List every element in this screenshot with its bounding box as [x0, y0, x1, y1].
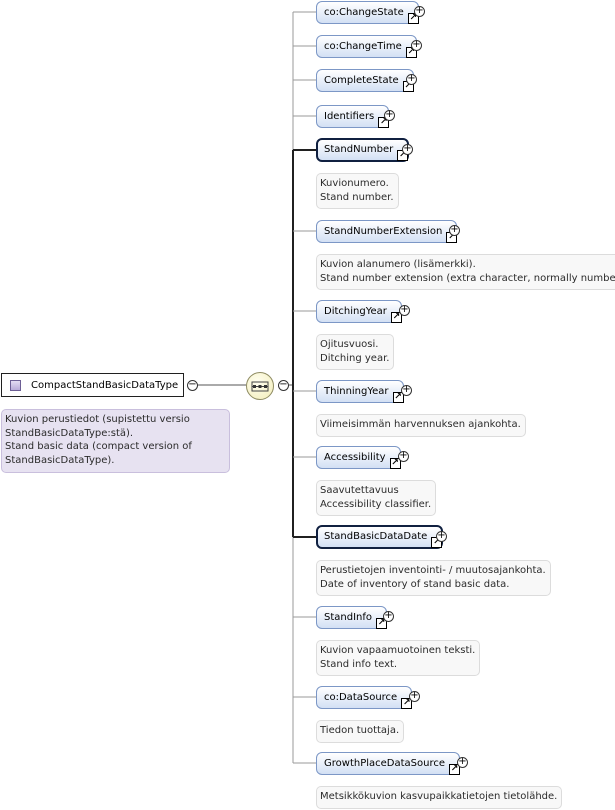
doc-line: Ditching year. [320, 352, 390, 364]
expand-icon[interactable]: + [436, 530, 447, 542]
expand-icon[interactable]: + [449, 224, 460, 236]
element-accessibility[interactable]: Accessibility ↗ [316, 446, 401, 469]
element-documentation: Metsikkökuvion kasvupaikkatietojen tieto… [316, 786, 563, 809]
element-documentation: Tiedon tuottaja. [316, 720, 405, 743]
element-label: StandBasicDataDate [324, 531, 428, 542]
element-label: GrowthPlaceDataSource [324, 758, 446, 769]
element-documentation: Kuvion alanumero (lisämerkki). Stand num… [316, 254, 615, 290]
element-documentation: Viimeisimmän harvennuksen ajankohta. [316, 414, 526, 437]
doc-line: Stand number. [320, 191, 394, 203]
element-label: co:ChangeTime [324, 41, 402, 52]
element-label: CompleteState [324, 75, 399, 86]
element-label: DitchingYear [324, 306, 387, 317]
complex-type-label: CompactStandBasicDataType [31, 379, 179, 391]
doc-line: Kuvion perustiedot (supistettu versio [5, 414, 190, 425]
doc-line: Saavutettavuus [320, 485, 399, 496]
doc-line: Stand number extension (extra character,… [320, 272, 615, 284]
expand-icon[interactable]: + [411, 39, 422, 51]
doc-line: Stand basic data (compact version of [5, 441, 192, 452]
reference-arrow-icon: ↗ [401, 698, 413, 709]
doc-line: Accessibility classifier. [320, 498, 432, 510]
reference-arrow-icon: ↗ [376, 618, 388, 629]
element-label: Identifiers [324, 111, 375, 122]
expand-icon[interactable]: + [384, 109, 395, 121]
doc-line: Stand info text. [320, 658, 398, 670]
complex-type-documentation: Kuvion perustiedot (supistettu versio St… [1, 409, 230, 473]
element-identifiers[interactable]: Identifiers ↗ [316, 105, 390, 128]
expand-icon[interactable]: + [414, 5, 425, 17]
element-standbasicdatadate[interactable]: StandBasicDataDate ↗ [316, 525, 444, 549]
element-documentation: Perustietojen inventointi- / muutosajank… [316, 560, 551, 596]
expand-icon[interactable]: + [406, 73, 417, 85]
sequence-compositor[interactable] [246, 372, 274, 400]
collapse-type-icon[interactable]: − [187, 379, 198, 391]
element-label: StandNumberExtension [324, 226, 443, 237]
reference-arrow-icon: ↗ [390, 312, 402, 323]
element-ditchingyear[interactable]: DitchingYear ↗ [316, 300, 402, 323]
doc-line: Date of inventory of stand basic data. [320, 578, 510, 590]
reference-arrow-icon: ↗ [392, 392, 404, 403]
element-documentation: Ojitusvuosi. Ditching year. [316, 334, 395, 370]
element-documentation: Kuvionumero. Stand number. [316, 173, 399, 209]
element-label: co:ChangeState [324, 7, 404, 18]
element-standinfo[interactable]: StandInfo ↗ [316, 606, 388, 629]
element-completestate[interactable]: CompleteState ↗ [316, 69, 414, 92]
expand-icon[interactable]: + [409, 690, 420, 702]
doc-line: StandBasicDataType:stä). [5, 427, 134, 439]
doc-line: Kuvionumero. [320, 178, 389, 189]
element-label: Accessibility [324, 452, 386, 463]
expand-icon[interactable]: + [401, 384, 412, 396]
doc-line: Ojitusvuosi. [320, 339, 379, 350]
collapse-sequence-icon[interactable]: − [278, 379, 289, 391]
doc-line: Kuvion vapaamuotoinen teksti. [320, 645, 476, 656]
complex-type-icon [10, 379, 21, 391]
element-label: StandNumber [324, 144, 394, 155]
element-growthplacedatasource[interactable]: GrowthPlaceDataSource ↗ [316, 752, 461, 775]
doc-line: StandBasicDataType). [5, 454, 115, 466]
doc-line: Viimeisimmän harvennuksen ajankohta. [320, 419, 521, 430]
expand-icon[interactable]: + [457, 756, 468, 768]
element-label: co:DataSource [324, 692, 398, 703]
doc-line: Perustietojen inventointi- / muutosajank… [320, 565, 546, 576]
element-co-changestate[interactable]: co:ChangeState ↗ [316, 1, 419, 24]
element-standnumberextension[interactable]: StandNumberExtension ↗ [316, 220, 458, 243]
expand-icon[interactable]: + [402, 143, 413, 155]
element-standnumber[interactable]: StandNumber ↗ [316, 138, 410, 162]
reference-arrow-icon: ↗ [449, 764, 461, 775]
expand-icon[interactable]: + [398, 450, 409, 462]
element-label: StandInfo [324, 612, 373, 623]
element-documentation: Saavutettavuus Accessibility classifier. [316, 480, 437, 516]
reference-arrow-icon: ↗ [389, 458, 401, 469]
element-documentation: Kuvion vapaamuotoinen teksti. Stand info… [316, 640, 481, 676]
doc-line: Kuvion alanumero (lisämerkki). [320, 259, 476, 270]
reference-arrow-icon: ↗ [407, 13, 419, 24]
element-thinningyear[interactable]: ThinningYear ↗ [316, 380, 404, 403]
doc-line: Metsikkökuvion kasvupaikkatietojen tieto… [320, 791, 558, 802]
expand-icon[interactable]: + [383, 610, 394, 622]
sequence-icon [251, 381, 269, 392]
reference-arrow-icon: ↗ [378, 117, 390, 128]
element-co-changetime[interactable]: co:ChangeTime ↗ [316, 35, 417, 58]
element-co-datasource[interactable]: co:DataSource ↗ [316, 686, 413, 709]
expand-icon[interactable]: + [399, 304, 410, 316]
doc-line: Tiedon tuottaja. [320, 725, 400, 736]
element-label: ThinningYear [324, 386, 389, 397]
complex-type-node[interactable]: CompactStandBasicDataType [1, 373, 184, 397]
